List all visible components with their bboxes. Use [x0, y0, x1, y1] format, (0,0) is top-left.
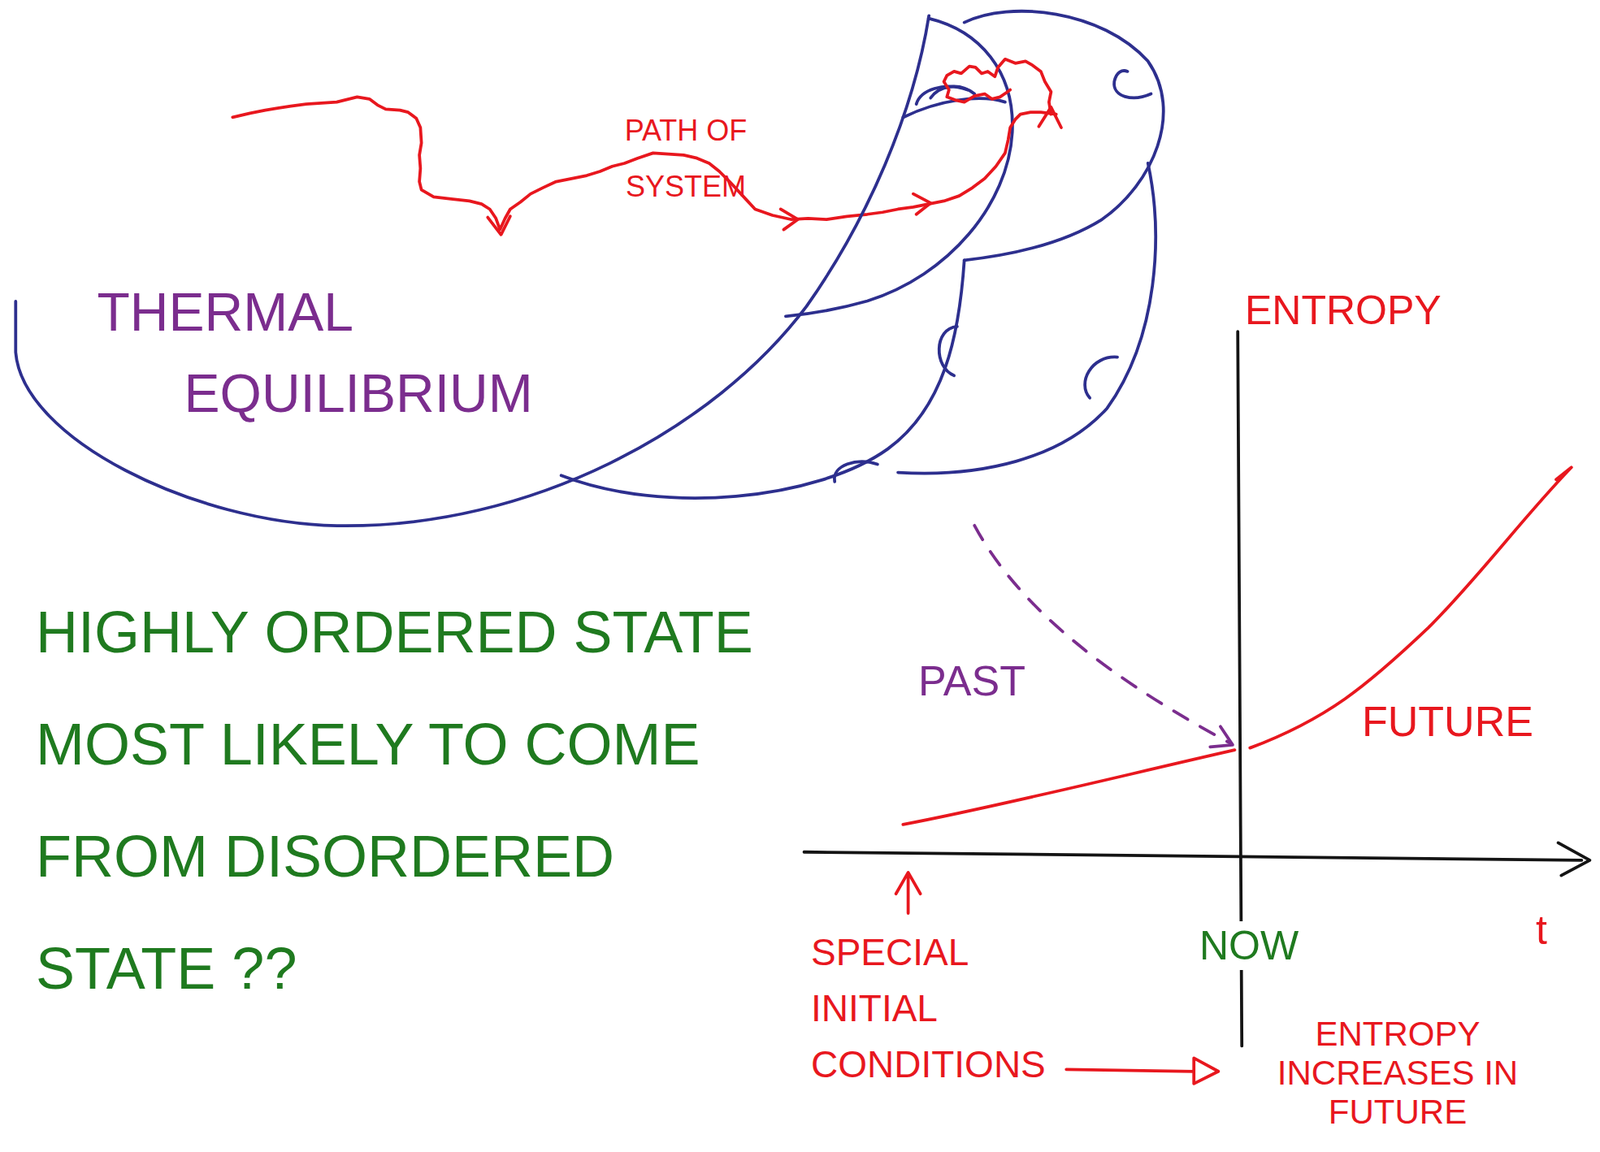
- shell-curve: [561, 260, 965, 499]
- path-label: PATH OF SYSTEM: [604, 102, 768, 215]
- region-note: PAST: [918, 655, 1065, 707]
- path-arrowhead: [1038, 107, 1062, 128]
- callout-note: ENTROPY INCREASES IN FUTURE: [1263, 1014, 1532, 1132]
- shell-curve: [897, 163, 1156, 474]
- time-axis: [804, 852, 1583, 861]
- region-outline: THERMAL EQUILIBRIUM: [10, 10, 940, 537]
- callout-note: SPECIAL INITIAL CONDITIONS: [810, 924, 1080, 1093]
- dashed-curve: [974, 525, 1230, 744]
- small-arc: [1114, 70, 1151, 98]
- axis-tick-label: NOW: [1194, 921, 1304, 971]
- region-note: FUTURE: [1361, 696, 1557, 747]
- path-arrowhead: [780, 208, 798, 230]
- region-label: THERMAL EQUILIBRIUM: [97, 271, 575, 434]
- system-path: [232, 96, 1056, 230]
- entropy-curve-future: [1249, 467, 1572, 748]
- up-arrow: [896, 872, 921, 914]
- small-arc: [939, 326, 958, 376]
- small-arc: [1084, 356, 1118, 398]
- shell-curve: [964, 11, 1164, 261]
- entropy-curve-past: [902, 750, 1235, 825]
- dashed-arrowhead: [1209, 726, 1233, 747]
- chamber-curve: [930, 86, 975, 98]
- path-arrowhead: [913, 194, 931, 215]
- system-path-scribble: [944, 59, 1052, 115]
- time-axis-arrowhead: [1558, 842, 1591, 876]
- region-outline-shape: [10, 10, 940, 537]
- region-border: [15, 15, 929, 526]
- axis-label: t: [1535, 906, 1577, 955]
- leader-arrow: [1066, 1057, 1219, 1084]
- path-arrowhead: [487, 216, 511, 235]
- shell-curve: [785, 18, 1013, 317]
- small-arc: [834, 461, 878, 482]
- axis-label: ENTROPY: [1244, 286, 1489, 335]
- question-note: HIGHLY ORDERED STATE MOST LIKELY TO COME…: [35, 576, 792, 1025]
